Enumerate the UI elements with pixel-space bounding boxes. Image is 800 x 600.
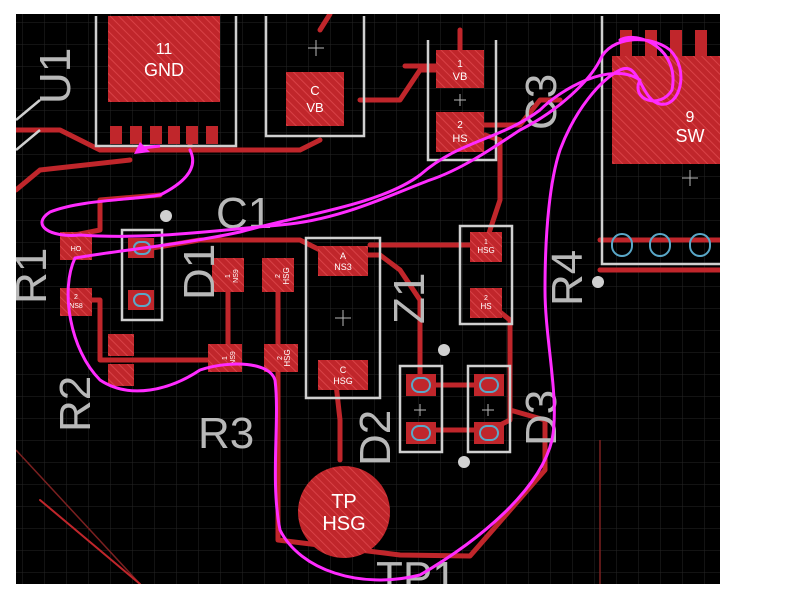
pad-c3-2[interactable]: 2 HS xyxy=(436,112,484,152)
pad-r3-1-net: NS9 xyxy=(230,351,237,365)
pad-gnd[interactable]: 11 GND xyxy=(108,16,220,102)
label-z1: Z1 xyxy=(385,273,434,324)
vias xyxy=(133,233,711,441)
u1-pins xyxy=(110,126,218,144)
pad-r1-2[interactable]: 2 NS8 xyxy=(60,288,92,316)
pad-r3-2-net: HSG xyxy=(283,349,292,366)
u1-pin xyxy=(206,126,218,144)
via xyxy=(479,377,499,393)
pad-r1-2-net: NS8 xyxy=(69,303,83,310)
u1-pin xyxy=(168,126,180,144)
pad-c3-2-net: HS xyxy=(452,133,467,145)
pad-z1-a[interactable]: A NS3 xyxy=(318,246,368,276)
pad-r3-1-num: 1 xyxy=(222,356,229,360)
pad-c-vb-net: VB xyxy=(306,100,323,115)
pad-c-vb-num: C xyxy=(310,83,319,98)
pad-r4-1-net: HSG xyxy=(477,246,494,255)
pad-z1-c-net: HSG xyxy=(333,376,353,386)
u1-pin xyxy=(110,126,122,144)
pad-z1-c-num: C xyxy=(340,365,347,375)
pad-gnd-num: 11 xyxy=(156,41,173,58)
pad-c3-1-net: VB xyxy=(453,71,468,83)
pad-sw-net: SW xyxy=(676,126,705,146)
pad-z1-a-net: NS3 xyxy=(334,262,352,272)
label-u1: U1 xyxy=(31,48,80,104)
pad-sw-num: 9 xyxy=(686,109,695,126)
label-r2: R2 xyxy=(51,376,100,432)
u1-pin xyxy=(150,126,162,144)
u1-pin xyxy=(130,126,142,144)
pad-tp-hsg[interactable]: TP HSG xyxy=(298,466,390,558)
label-d1: D1 xyxy=(175,244,224,300)
pad-c1-1-net: NS9 xyxy=(233,269,240,283)
pad-tp-num: TP xyxy=(331,491,357,513)
pad-tp-net: HSG xyxy=(322,513,365,535)
pad-r4-1-num: 1 xyxy=(484,239,488,246)
annotation-arrow-stem xyxy=(141,144,161,150)
label-d3: D3 xyxy=(517,390,566,446)
pad-c1-2[interactable]: 2 HSG xyxy=(262,258,294,292)
silk-outlines xyxy=(16,16,720,454)
via xyxy=(133,293,151,307)
pad-z1-a-num: A xyxy=(340,251,346,261)
pad-c1-2-net: HSG xyxy=(282,267,291,284)
label-d2: D2 xyxy=(351,410,400,466)
pad-c3-2-num: 2 xyxy=(457,120,463,131)
pad-r3-2[interactable]: 2 HSG xyxy=(264,344,298,372)
pad-r4-2[interactable]: 2 HS xyxy=(470,288,502,318)
via xyxy=(411,425,431,441)
pad-r3-2-num: 2 xyxy=(277,356,284,360)
label-r3: R3 xyxy=(198,409,254,458)
label-r4: R4 xyxy=(543,250,592,306)
pad-r4-2-num: 2 xyxy=(484,295,488,302)
u1-pin xyxy=(186,126,198,144)
via xyxy=(479,425,499,441)
pad-r2-1[interactable] xyxy=(108,334,134,356)
via xyxy=(611,233,633,257)
marker-dots xyxy=(160,210,604,468)
annotation-loop xyxy=(40,35,683,582)
pad-c1-2-num: 2 xyxy=(275,274,282,278)
pad-r2-2[interactable] xyxy=(108,364,134,386)
pad-z1-c[interactable]: C HSG xyxy=(318,360,368,390)
via xyxy=(689,233,711,257)
pad-r4-2-net: HS xyxy=(480,302,491,311)
via xyxy=(649,233,671,257)
label-r1: R1 xyxy=(7,248,56,304)
pad-r1-2-num: 2 xyxy=(74,294,78,301)
pad-r1-1-net: HO xyxy=(71,246,82,253)
pad-c1-1-num: 1 xyxy=(225,274,232,278)
pad-c1-1[interactable]: 1 NS9 xyxy=(212,258,244,292)
pad-c3-1[interactable]: 1 VB xyxy=(436,50,484,88)
pad-r4-1[interactable]: 1 HSG xyxy=(470,232,502,262)
via xyxy=(411,377,431,393)
board-edge xyxy=(16,449,141,584)
pad-c3-1-num: 1 xyxy=(457,59,463,70)
pad-r3-1[interactable]: 1 NS9 xyxy=(208,344,242,372)
pad-c-vb[interactable]: C VB xyxy=(286,72,344,126)
silk-crosses xyxy=(308,40,698,416)
pad-gnd-net: GND xyxy=(144,60,184,80)
